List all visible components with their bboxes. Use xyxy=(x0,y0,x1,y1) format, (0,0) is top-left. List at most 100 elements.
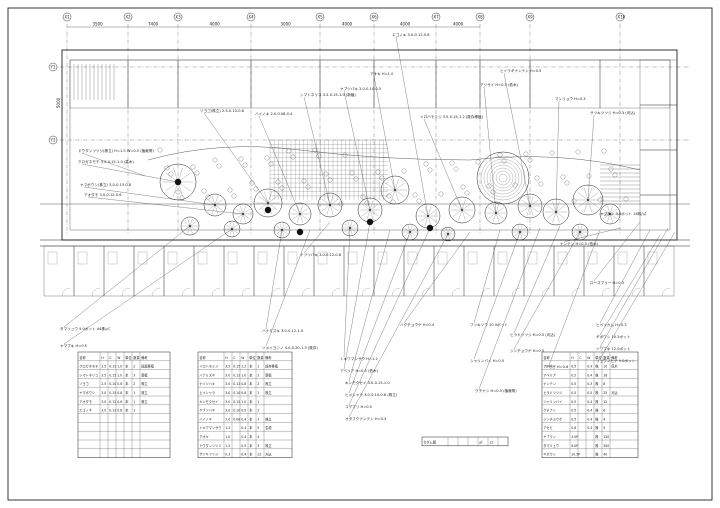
leader-line xyxy=(503,72,531,207)
shrub xyxy=(349,170,355,176)
unit-room xyxy=(583,245,615,297)
table-cell: 0.4 xyxy=(241,426,246,430)
door-swing xyxy=(211,287,221,297)
dimension-label: 4000 xyxy=(453,22,464,27)
unit-fixture xyxy=(587,251,598,265)
table-cell: 40 xyxy=(603,453,607,457)
tree-branch xyxy=(281,229,288,235)
table-cell: 株 xyxy=(595,399,599,404)
tree-branch xyxy=(607,213,611,223)
table-cell: ナツツバキ xyxy=(199,381,215,386)
shrub xyxy=(216,163,222,169)
table-cell: 株立 xyxy=(265,381,272,386)
table-cell: 本 xyxy=(249,390,253,395)
tree-branch xyxy=(458,209,463,221)
tree-branch xyxy=(229,228,233,236)
tree-branch xyxy=(267,195,278,204)
table-cell: 2.0 xyxy=(225,417,230,421)
leader-line xyxy=(403,231,471,324)
unit-fixture xyxy=(467,251,478,265)
tree-branch xyxy=(427,206,432,217)
unit-room xyxy=(639,104,678,151)
table-cell: 0.5 xyxy=(571,417,576,421)
table-cell: アセビ xyxy=(543,425,553,430)
table-cell: 0.5 xyxy=(587,391,592,395)
tree-branch xyxy=(242,205,246,215)
tree-branch xyxy=(242,208,250,215)
tree-branch xyxy=(344,223,351,229)
tree-branch xyxy=(519,231,523,239)
table-cell: クチナシ xyxy=(543,408,556,413)
table-cell: 1.0 xyxy=(117,365,122,369)
table-cell: 0.08 xyxy=(233,417,240,421)
shrub xyxy=(242,162,248,168)
paving-ring xyxy=(492,167,514,189)
table-cell: 新植 xyxy=(141,372,148,377)
callout-label: オタフクナンテン H=0.3 xyxy=(345,416,386,421)
table-cell: 本 xyxy=(125,372,129,377)
table-cell: 3.0 xyxy=(225,373,230,377)
grid-bubble xyxy=(246,12,256,22)
shrub xyxy=(386,193,392,199)
table-cell: 25 xyxy=(603,391,607,395)
dimension-label: 7400 xyxy=(148,22,159,27)
table-cell: 12 xyxy=(257,453,261,457)
door-swing xyxy=(391,287,401,297)
table-cell: ギボウシ xyxy=(543,452,556,457)
tree-branch xyxy=(299,205,304,215)
tree-branch xyxy=(267,202,278,211)
tree-branch xyxy=(361,209,371,217)
side-dimension-label: 5000 xyxy=(56,97,61,108)
table-cell: ナンテン xyxy=(543,381,556,386)
table-header-cell: H xyxy=(225,356,228,360)
callout-label: ヒラドツツジ H=0.5 (刈込) xyxy=(510,332,556,337)
table-cell: ヒラドツツジ xyxy=(543,390,562,395)
grid-bubble xyxy=(62,12,72,22)
paving-ring xyxy=(480,155,526,201)
unit-fixture xyxy=(557,251,568,265)
door-swing xyxy=(151,287,161,297)
unit-fixture xyxy=(197,251,208,265)
planting-bed-edge xyxy=(147,146,641,171)
tree-branch xyxy=(495,212,500,222)
tree-branch xyxy=(214,196,219,206)
table-cell: 3.0 xyxy=(101,391,106,395)
callout-label: サツキツツジ H=0.3 (刈込) xyxy=(590,110,636,115)
shrub xyxy=(527,157,533,163)
tree-branch xyxy=(609,213,617,220)
tree-branch xyxy=(577,199,589,208)
callout-label: ギボウシ 10.5ポット xyxy=(596,334,631,339)
room xyxy=(319,59,375,109)
tree-branch xyxy=(299,213,304,223)
table-cell: ジンチョウゲ xyxy=(543,416,563,421)
table-cell: 4 xyxy=(603,417,605,421)
tree-branch xyxy=(514,231,521,237)
grid-bubble xyxy=(48,135,58,145)
callout-label: リュウノヒゲ 9.0ポット xyxy=(596,358,636,363)
tree-branch xyxy=(321,198,331,206)
shrub xyxy=(438,191,444,197)
shrub xyxy=(205,194,211,200)
table-cell: 本 xyxy=(249,372,253,377)
tree-branch xyxy=(424,215,429,226)
shrub xyxy=(464,190,470,196)
grid-label: X6 xyxy=(371,15,377,20)
shrub xyxy=(612,172,618,178)
room xyxy=(127,59,179,109)
grid-bubble xyxy=(615,12,625,22)
unit-fixture xyxy=(167,251,178,265)
shrub xyxy=(412,192,418,198)
tree-branch xyxy=(391,178,396,191)
table-cell: 本 xyxy=(125,399,129,404)
shrub xyxy=(312,147,318,153)
table-cell: 1 xyxy=(133,391,135,395)
door-swing xyxy=(661,287,671,297)
table-cell: 1.0 xyxy=(241,373,246,377)
table-cell: 株 xyxy=(595,425,599,430)
table-header-cell: 単位 xyxy=(125,355,132,360)
tree-branch xyxy=(609,205,613,215)
leader-line xyxy=(81,163,179,183)
table-cell: 本 xyxy=(249,381,253,386)
shrub xyxy=(427,167,433,173)
